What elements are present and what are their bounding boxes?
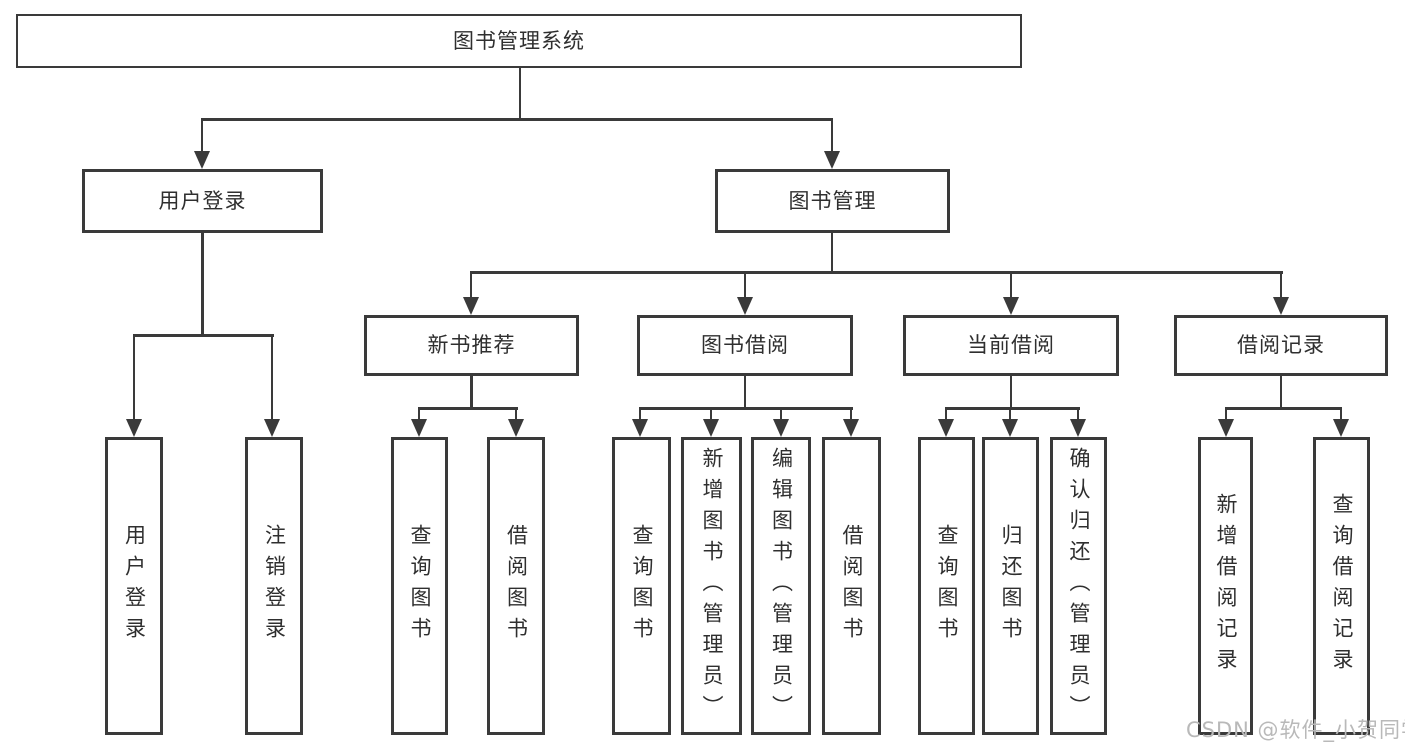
node-new-book-recommend: 新书推荐 [364,315,579,376]
arrow-to-leaf-query-book-1 [411,407,427,437]
arrow-to-leaf-return-book [1002,407,1018,437]
leaf-query-book-3: 查询图书 [918,437,975,735]
arrow-to-leaf-add-borrow-record [1218,407,1234,437]
node-current-borrow: 当前借阅 [903,315,1119,376]
connector-current-borrow-bar [944,407,1080,410]
leaf-query-book-1-label: 查询图书 [408,524,432,648]
arrow-to-book-borrow [737,271,753,315]
node-new-book-recommend-label: 新书推荐 [427,333,516,357]
leaf-edit-book-admin: 编辑图书（管理员） [751,437,811,735]
leaf-query-borrow-record: 查询借阅记录 [1313,437,1370,735]
arrow-to-user-login [194,118,210,169]
leaf-add-book-admin: 新增图书（管理员） [681,437,742,735]
leaf-confirm-return-admin: 确认归还（管理员） [1050,437,1107,735]
csdn-watermark: CSDN @软件_小贺同学 [1186,718,1405,742]
leaf-query-book-2: 查询图书 [612,437,671,735]
arrow-to-leaf-edit-book-admin [773,407,789,437]
node-root: 图书管理系统 [16,14,1022,68]
leaf-borrow-book-1-label: 借阅图书 [504,524,529,648]
node-book-management-label: 图书管理 [788,188,877,213]
arrow-to-leaf-query-book-3 [938,407,954,437]
leaf-query-book-3-label: 查询图书 [935,524,959,648]
connector-current-borrow-stem [1009,376,1013,409]
leaf-add-borrow-record: 新增借阅记录 [1198,437,1253,735]
node-borrow-records: 借阅记录 [1174,315,1388,376]
leaf-borrow-book-2-label: 借阅图书 [840,524,864,648]
connector-borrow-records-bar [1224,407,1342,410]
leaf-return-book-label: 归还图书 [999,524,1023,648]
arrow-to-leaf-confirm-return [1070,407,1086,437]
connector-root-bar [200,118,834,121]
arrow-to-leaf-borrow-book-2 [843,407,859,437]
connector-book-management-bar [469,271,1283,274]
arrow-to-current-borrow [1003,271,1019,315]
arrow-to-new-book-recommend [463,271,479,315]
arrow-to-leaf-add-book-admin [703,407,719,437]
leaf-query-book-2-label: 查询图书 [630,524,654,648]
connector-user-login-bar [132,334,274,337]
node-user-login: 用户登录 [82,169,323,233]
node-current-borrow-label: 当前借阅 [967,333,1055,357]
leaf-add-borrow-record-label: 新增借阅记录 [1214,493,1238,679]
node-book-management: 图书管理 [715,169,950,233]
leaf-logout-label: 注销登录 [262,524,287,648]
leaf-edit-book-admin-label: 编辑图书（管理员） [769,446,794,726]
leaf-borrow-book-1: 借阅图书 [487,437,545,735]
connector-new-book-recommend-bar [417,407,518,410]
node-book-borrow-label: 图书借阅 [701,333,789,357]
leaf-return-book: 归还图书 [982,437,1039,735]
node-root-label: 图书管理系统 [453,28,585,53]
arrow-to-leaf-query-borrow-record [1333,407,1349,437]
leaf-user-login: 用户登录 [105,437,163,735]
leaf-logout: 注销登录 [245,437,303,735]
leaf-borrow-book-2: 借阅图书 [822,437,881,735]
arrow-to-book-management [824,118,840,169]
connector-user-login-stem [201,233,204,335]
arrow-to-leaf-logout [264,334,280,437]
leaf-query-borrow-record-label: 查询借阅记录 [1330,493,1354,679]
arrow-to-leaf-borrow-book-1 [508,407,524,437]
connector-book-management-stem [830,233,834,273]
arrow-to-leaf-query-book-2 [632,407,648,437]
connector-root-stem [518,68,522,120]
connector-new-book-recommend-stem [470,376,473,409]
leaf-add-book-admin-label: 新增图书（管理员） [700,446,724,726]
node-borrow-records-label: 借阅记录 [1237,333,1325,357]
connector-book-borrow-stem [743,376,747,409]
leaf-confirm-return-admin-label: 确认归还（管理员） [1067,446,1091,726]
leaf-query-book-1: 查询图书 [391,437,448,735]
connector-book-borrow-bar [638,407,853,410]
connector-borrow-records-stem [1279,376,1283,409]
leaf-user-login-label: 用户登录 [122,524,147,648]
node-user-login-label: 用户登录 [158,188,247,213]
node-book-borrow: 图书借阅 [637,315,853,376]
arrow-to-borrow-records [1273,271,1289,315]
arrow-to-leaf-user-login [126,334,142,437]
